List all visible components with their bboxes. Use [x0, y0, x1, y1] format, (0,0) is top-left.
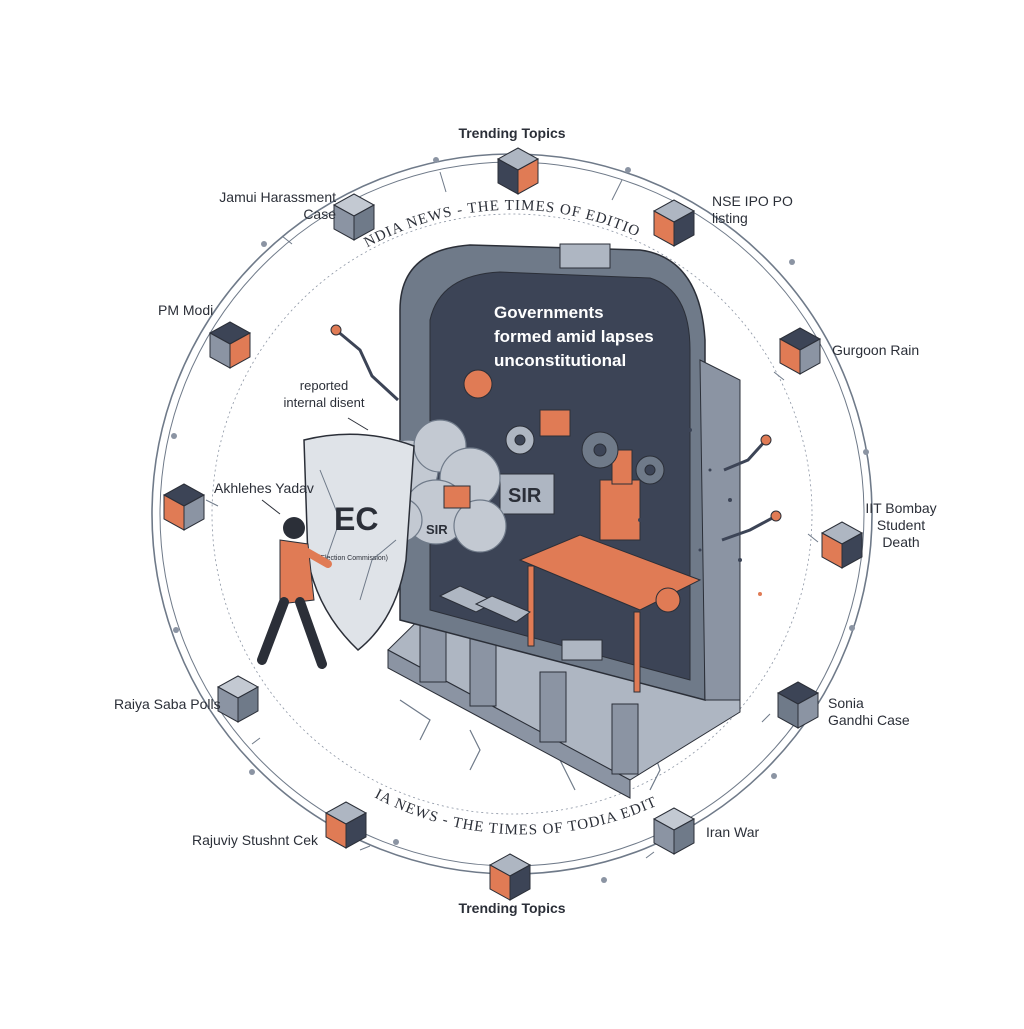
headline-line-2: formed amid lapses: [494, 327, 654, 346]
cube-rajuviy: [324, 801, 368, 849]
footer-title: Trending Topics: [458, 900, 566, 916]
cloud-chip: [443, 485, 471, 509]
headline-line-1: Governments: [494, 303, 604, 322]
topic-gurgoon: Gurgoon Rain: [832, 342, 920, 358]
topic-nse: NSE IPO PO listing: [712, 193, 793, 226]
cube-bottom: [488, 853, 532, 901]
annotation-dissent: reported internal disent: [283, 378, 365, 410]
cube-pm-modi: [208, 321, 252, 369]
cube-jamui: [332, 193, 376, 241]
cube-sonia: [776, 681, 820, 729]
topic-pm-modi: PM Modi: [158, 302, 214, 318]
akhilesh-pointer: [261, 499, 281, 515]
ring-dots: [171, 157, 869, 883]
topic-akhilesh: Akhlehes Yadav: [214, 480, 314, 496]
cube-top: [496, 147, 540, 195]
cube-iit: [820, 521, 864, 569]
topic-sonia: Sonia Gandhi Case: [828, 695, 910, 728]
cloud-label: SIR: [426, 522, 448, 537]
topic-jamui: Jamui Harassment Case: [219, 189, 336, 222]
topic-rajya: Raiya Saba Polls: [114, 696, 221, 712]
robotic-arms: [335, 328, 777, 542]
topic-iran: Iran War: [706, 824, 760, 840]
cube-connectors: [205, 171, 819, 859]
machine-label: SIR: [508, 485, 542, 507]
cube-rajya: [216, 675, 260, 723]
ec-shield: EC (Election Commission): [303, 433, 415, 651]
topic-rajuviy: Rajuviy Stushnt Cek: [192, 832, 319, 848]
cube-akhilesh: [162, 483, 206, 531]
shield-subtitle: (Election Commission): [318, 555, 388, 562]
header-title: Trending Topics: [458, 125, 566, 141]
particles: [498, 388, 762, 596]
cube-nse: [652, 199, 696, 247]
central-illustration: Governments formed amid lapses unconstit…: [257, 243, 782, 799]
machinery: SIR: [463, 369, 702, 693]
cube-gurgoon: [778, 327, 822, 375]
annotation-pointer: [347, 417, 369, 431]
cube-iran: [652, 807, 696, 855]
gears: [463, 369, 681, 613]
topic-cubes: [162, 147, 864, 901]
wall-headline: Governments formed amid lapses unconstit…: [494, 303, 658, 370]
arm-claws: [330, 324, 782, 522]
person-figure: [257, 517, 332, 669]
topic-iit: IIT Bombay Student Death: [865, 500, 937, 550]
headline-line-3: unconstitutional: [494, 351, 626, 370]
shield-title: EC: [334, 501, 378, 537]
platform-boxes: [438, 585, 532, 623]
